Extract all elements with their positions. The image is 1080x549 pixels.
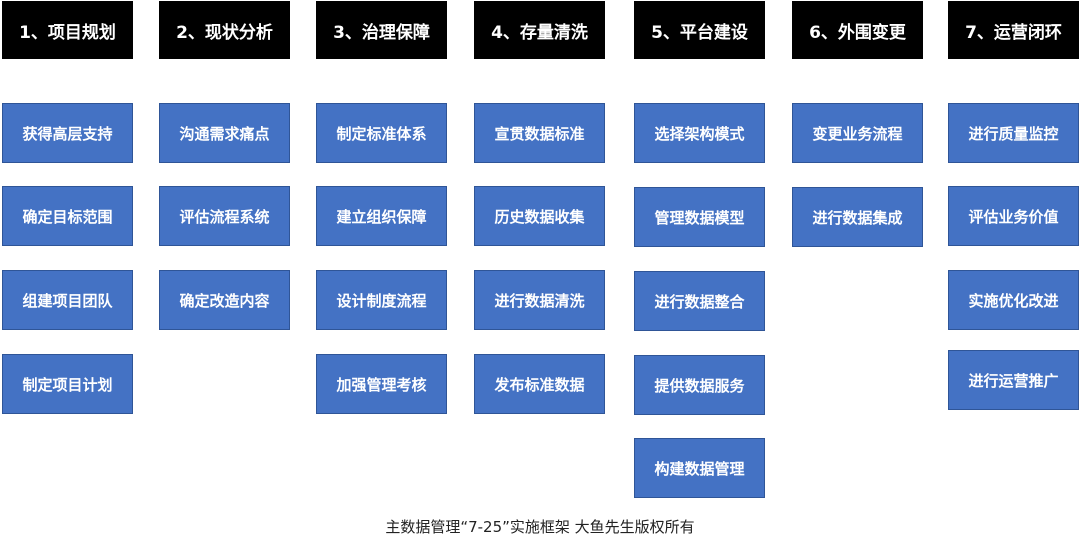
step-box: 实施优化改进 — [948, 270, 1079, 330]
column-header: 2、现状分析 — [159, 1, 290, 59]
step-box: 评估流程系统 — [159, 186, 290, 246]
step-box: 确定目标范围 — [2, 186, 133, 246]
step-box: 进行数据清洗 — [474, 270, 605, 330]
column-header: 4、存量清洗 — [474, 1, 605, 59]
step-box: 管理数据模型 — [634, 187, 765, 247]
step-box: 制定标准体系 — [316, 103, 447, 163]
column-header: 7、运营闭环 — [948, 1, 1079, 59]
step-box: 发布标准数据 — [474, 354, 605, 414]
step-box: 建立组织保障 — [316, 186, 447, 246]
column-header: 5、平台建设 — [634, 1, 765, 59]
step-box: 构建数据管理 — [634, 438, 765, 498]
step-box: 提供数据服务 — [634, 355, 765, 415]
step-box: 制定项目计划 — [2, 354, 133, 414]
column-header: 6、外围变更 — [792, 1, 923, 59]
column-header: 3、治理保障 — [316, 1, 447, 59]
step-box: 确定改造内容 — [159, 270, 290, 330]
step-box: 选择架构模式 — [634, 103, 765, 163]
column-header: 1、项目规划 — [2, 1, 133, 59]
footer-caption: 主数据管理“7-25”实施框架 大鱼先生版权所有 — [385, 518, 695, 536]
step-box: 历史数据收集 — [474, 186, 605, 246]
step-box: 获得高层支持 — [2, 103, 133, 163]
step-box: 变更业务流程 — [792, 103, 923, 163]
step-box: 进行质量监控 — [948, 103, 1079, 163]
step-box: 加强管理考核 — [316, 354, 447, 414]
step-box: 评估业务价值 — [948, 186, 1079, 246]
step-box: 设计制度流程 — [316, 270, 447, 330]
step-box: 进行数据整合 — [634, 271, 765, 331]
step-box: 沟通需求痛点 — [159, 103, 290, 163]
step-box: 组建项目团队 — [2, 270, 133, 330]
step-box: 进行数据集成 — [792, 187, 923, 247]
step-box: 进行运营推广 — [948, 350, 1079, 410]
step-box: 宣贯数据标准 — [474, 103, 605, 163]
